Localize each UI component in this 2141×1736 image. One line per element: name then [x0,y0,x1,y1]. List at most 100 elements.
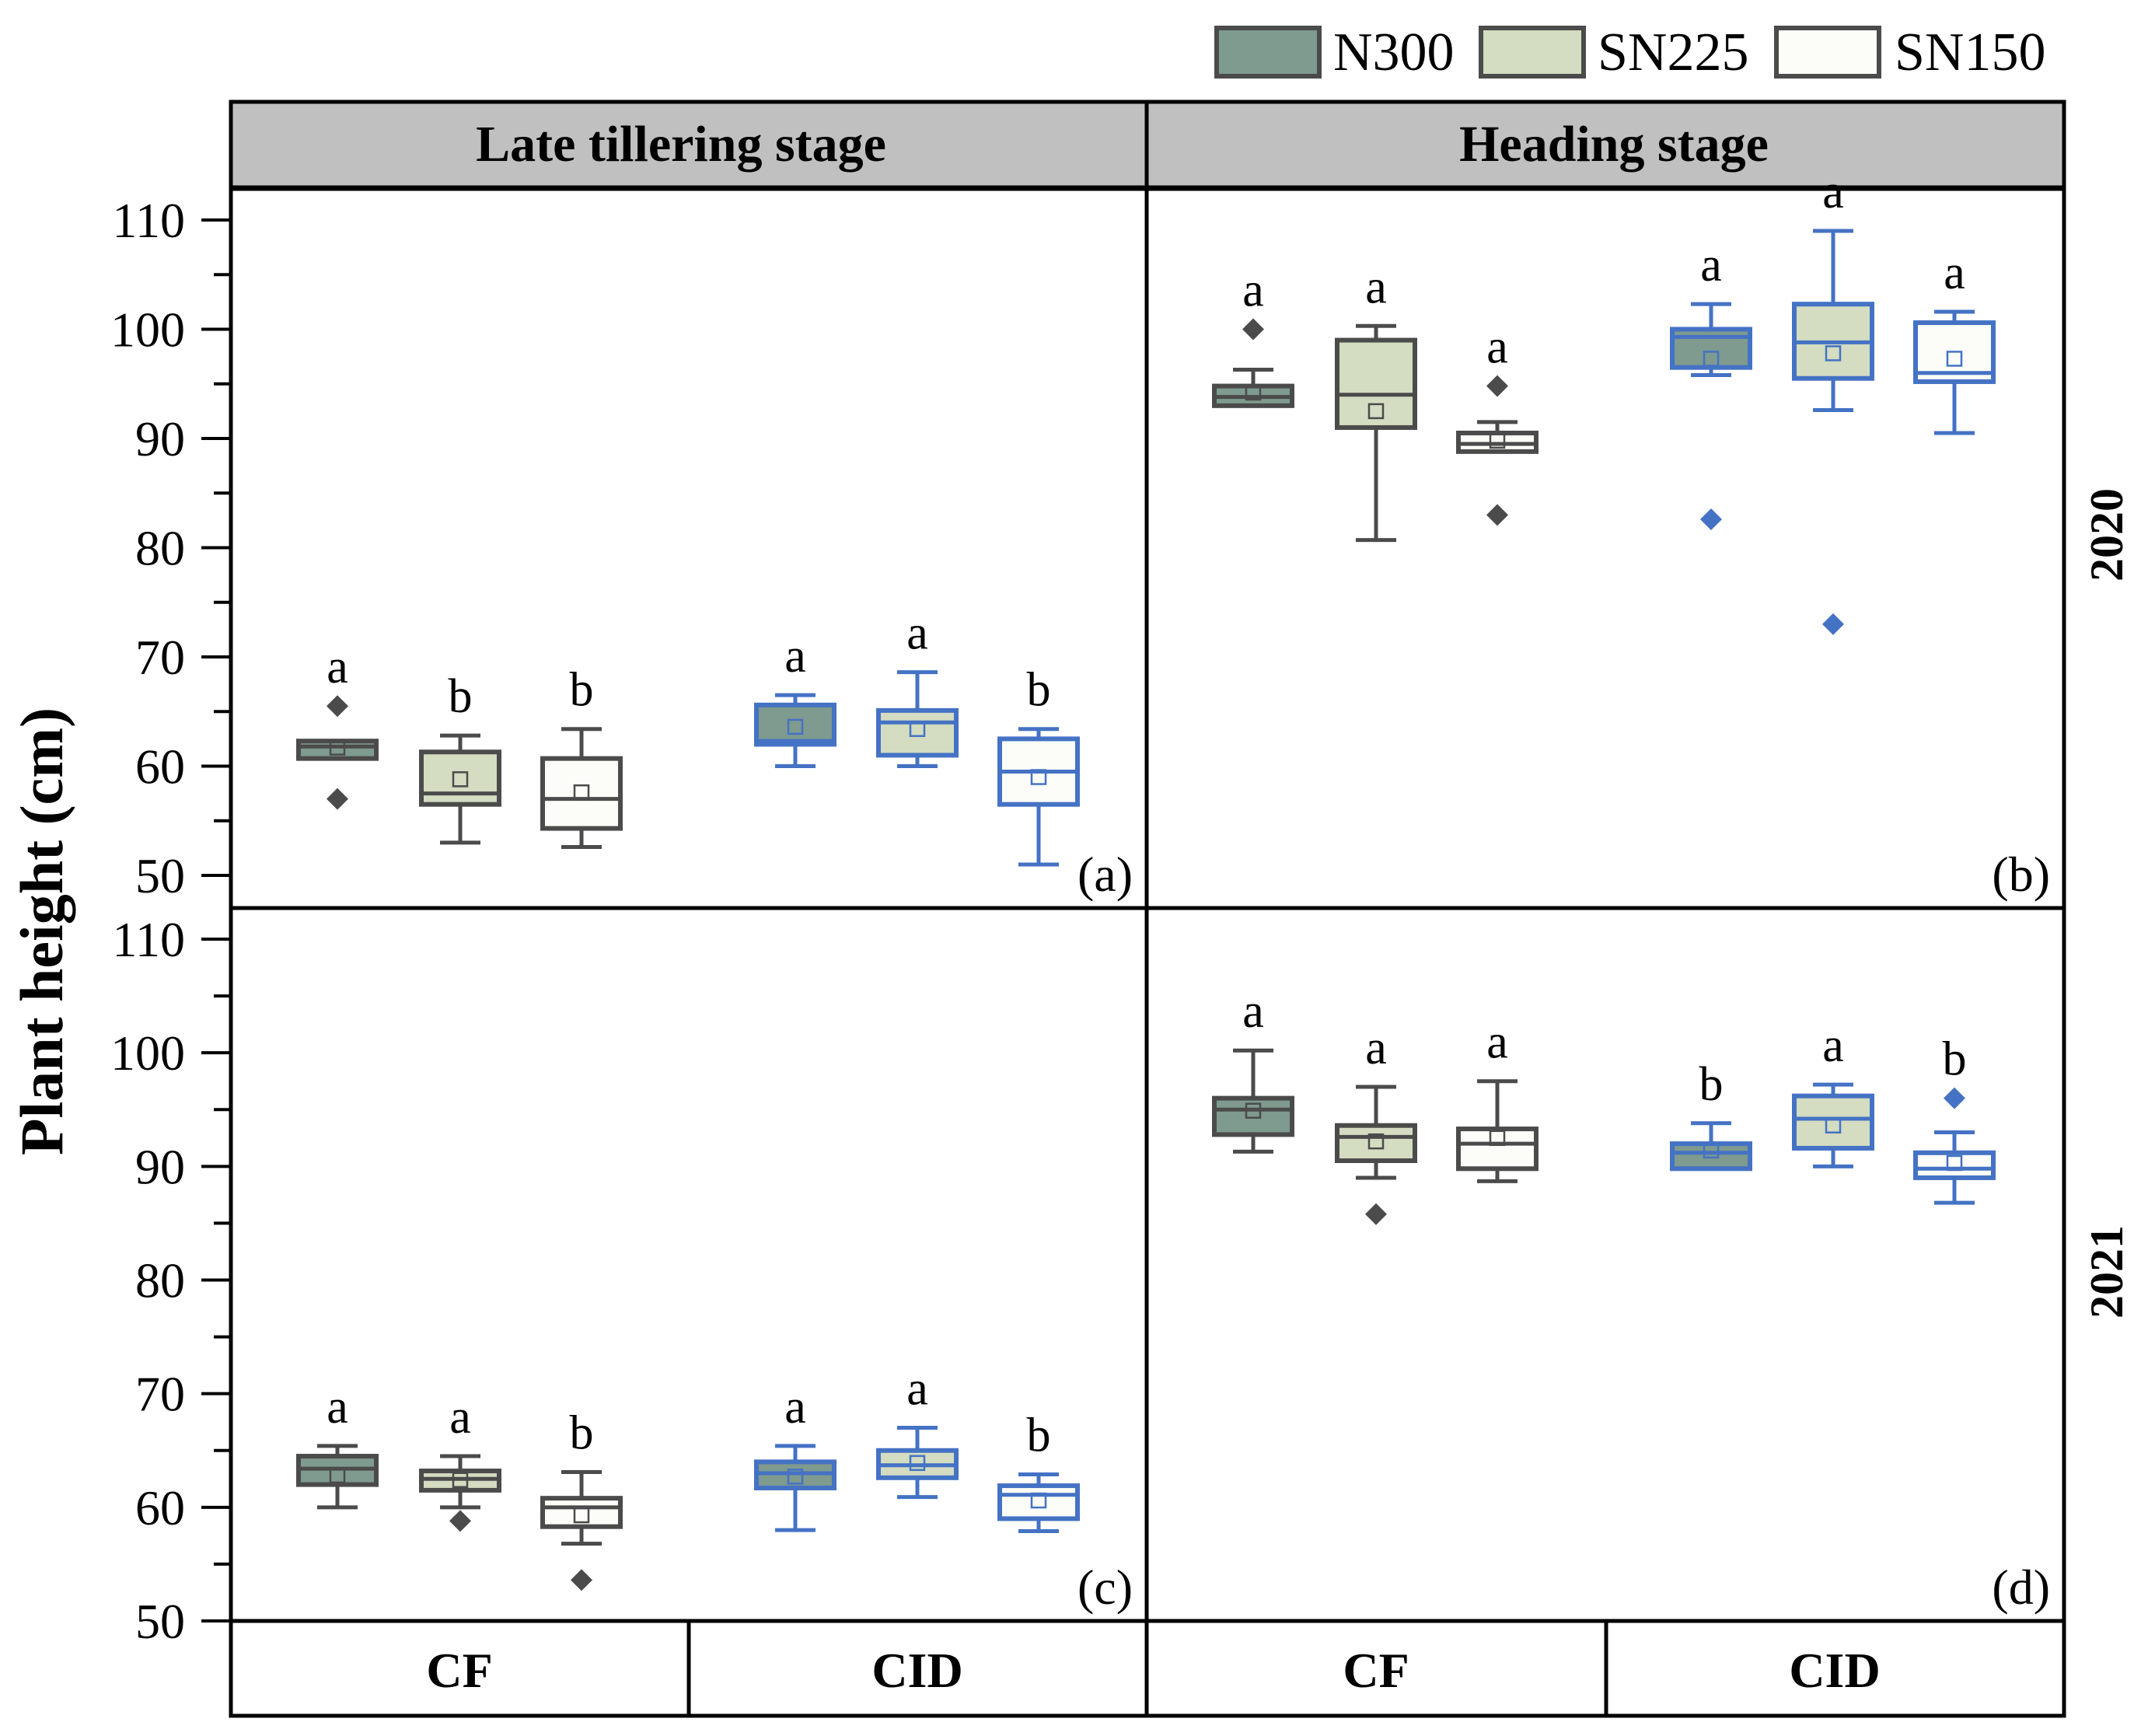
box-cf-sn150: a [1456,321,1539,526]
box-cf-sn225: b [419,670,501,845]
y-tick-label: 60 [135,739,185,795]
significance-letter: a [1365,260,1387,313]
group-label-cid: CID [1789,1643,1880,1698]
column-headers: Late tillering stage Heading stage [229,100,2066,190]
outlier-point [1944,1087,1965,1109]
significance-letter: b [570,664,594,717]
box-body [754,702,836,747]
box-cid-sn150: a [1913,246,1996,435]
mean-marker [1245,384,1262,401]
significance-letter: a [1242,985,1264,1038]
mean-marker [787,718,804,735]
significance-letter: b [1027,664,1051,717]
y-tick-label: 110 [112,912,185,967]
significance-letter: b [449,670,473,723]
y-tick-label: 100 [110,302,185,358]
box-body [1335,1123,1417,1164]
significance-letter: a [449,1391,471,1444]
outlier-point [327,788,348,810]
header-late-tillering-stage: Late tillering stage [476,116,886,173]
significance-letter: a [1242,264,1264,317]
box-body [997,1483,1080,1521]
mean-marker [1946,351,1963,367]
box-cf-sn225: a [1335,260,1417,543]
mean-marker [329,1467,346,1484]
significance-letter: a [1700,239,1722,292]
bottom-group-labels: CF CID CF CID [229,1619,2066,1718]
mean-marker [573,1507,590,1524]
panel-frame [1144,906,2066,1623]
box-cf-sn150: b [540,664,623,849]
significance-letter: b [1943,1033,1967,1086]
y-axis-title: Plant height (cm) [8,707,75,1155]
box-body [540,756,623,831]
mean-marker [1367,403,1385,420]
box-cid-n300: a [1670,239,1752,530]
significance-letter: a [784,630,806,683]
mean-marker [1703,1142,1720,1159]
outlier-point [449,1510,471,1532]
panel-frame [1144,187,2066,910]
row-label-2021: 2021 [2081,1225,2132,1319]
outlier-point [1486,375,1508,397]
panel-label: (c) [1077,1560,1133,1615]
y-tick-label: 90 [135,1139,185,1194]
y-tick-label: 100 [110,1025,185,1081]
significance-letter: a [1822,1019,1844,1072]
y-tick-label: 70 [135,1367,185,1422]
panel-label: (d) [1992,1560,2050,1615]
significance-letter: a [906,607,928,660]
outlier-point [1486,504,1508,526]
significance-letter: a [327,641,348,693]
box-body [1792,1093,1874,1151]
mean-marker [452,771,469,788]
box-body [296,739,379,761]
box-cid-sn225: a [1792,1019,1874,1168]
outlier-point [571,1569,592,1591]
mean-marker [452,1472,469,1489]
panel-label: (a) [1077,847,1133,902]
significance-letter: a [1486,1016,1508,1069]
legend-label-n300: N300 [1333,23,1455,82]
y-tick-label: 50 [135,848,185,903]
box-cf-n300: a [1212,264,1294,408]
mean-marker [787,1469,804,1485]
significance-letter: a [906,1363,928,1416]
mean-marker [1030,769,1047,785]
box-body [1456,1126,1539,1172]
mean-marker [909,1455,926,1472]
group-label-cf: CF [1343,1643,1409,1698]
box-cf-sn150: b [540,1407,623,1591]
legend-swatch-n300 [1214,26,1322,79]
box-cf-sn150: a [1456,1016,1539,1183]
mean-marker [909,721,926,737]
mean-marker [1703,351,1720,367]
box-cid-sn150: b [1913,1033,1996,1205]
outlier-point [1365,1203,1387,1225]
mean-marker [1946,1154,1963,1172]
box-cid-n300: a [754,630,836,768]
significance-letter: b [1027,1409,1051,1462]
box-cf-n300: a [1212,985,1294,1154]
significance-letter: a [327,1381,348,1434]
mean-marker [1489,1130,1506,1147]
significance-letter: b [570,1407,594,1460]
header-heading-stage: Heading stage [1459,116,1769,173]
group-label-cid: CID [871,1643,962,1698]
panel-label: (b) [1992,847,2050,902]
significance-letter: b [1699,1058,1724,1111]
box-cid-sn225: a [876,607,959,768]
box-cid-n300: b [1670,1058,1752,1172]
box-cid-sn150: b [997,1409,1080,1534]
y-tick-label: 50 [135,1594,185,1649]
box-cid-sn150: b [997,664,1080,867]
significance-letter: a [1486,321,1508,374]
legend-swatch-sn150 [1774,26,1881,79]
